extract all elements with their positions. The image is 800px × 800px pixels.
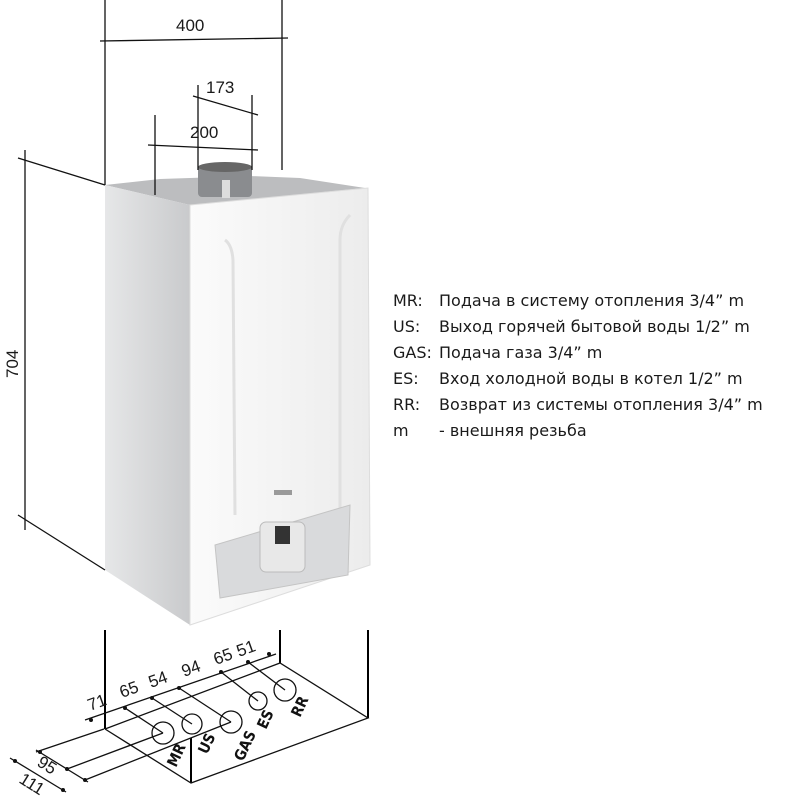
- legend-text: Подача газа 3/4” m: [439, 343, 603, 362]
- connection-us: [181, 713, 203, 735]
- legend-code: GAS:: [393, 343, 432, 362]
- dimension-flue-spacing: 200: [190, 123, 218, 142]
- spacing-3: 54: [146, 667, 170, 691]
- label-rr: RR: [287, 693, 312, 720]
- connection-rr: [273, 678, 297, 702]
- legend-code: ES:: [393, 369, 419, 388]
- label-us: US: [194, 730, 219, 756]
- connections-legend: MR: Подача в систему отопления 3/4” m US:…: [393, 288, 763, 444]
- brand-logo: [274, 490, 292, 495]
- legend-code: RR:: [393, 395, 421, 414]
- dimension-flue-offset: 173: [206, 78, 234, 97]
- legend-code: m: [393, 421, 409, 440]
- legend-row-gas: GAS: Подача газа 3/4” m: [393, 340, 763, 366]
- spacing-5: 65: [211, 644, 235, 668]
- dimension-height: 704: [3, 350, 22, 378]
- legend-text: Выход горячей бытовой воды 1/2” m: [439, 317, 750, 336]
- spacing-2: 65: [117, 677, 141, 701]
- bottom-connections: MR US GAS ES RR 71 65 54 94 65 51 95 111: [9, 630, 370, 799]
- legend-row-thread: m - внешняя резьба: [393, 418, 763, 444]
- connection-es: [248, 691, 268, 711]
- legend-text: - внешняя резьба: [439, 421, 587, 440]
- legend-row-us: US: Выход горячей бытовой воды 1/2” m: [393, 314, 763, 340]
- legend-row-mr: MR: Подача в систему отопления 3/4” m: [393, 288, 763, 314]
- spacing-4: 94: [179, 656, 203, 680]
- legend-row-rr: RR: Возврат из системы отопления 3/4” m: [393, 392, 763, 418]
- legend-text: Вход холодной воды в котел 1/2” m: [439, 369, 743, 388]
- legend-text: Возврат из системы отопления 3/4” m: [439, 395, 763, 414]
- legend-code: US:: [393, 317, 421, 336]
- boiler-illustration: [105, 162, 371, 626]
- legend-text: Подача в систему отопления 3/4” m: [439, 291, 745, 310]
- height-dimension: 704: [3, 150, 106, 571]
- label-gas: GAS: [230, 728, 260, 764]
- boiler-side: [105, 185, 190, 625]
- label-mr: MR: [163, 740, 190, 770]
- dimension-width: 400: [176, 16, 204, 35]
- display-screen: [275, 526, 290, 544]
- connection-mr: [151, 721, 175, 745]
- connection-gas: [219, 710, 243, 734]
- spacing-6: 51: [234, 636, 258, 660]
- top-dimensions: 400 173 200: [99, 0, 289, 195]
- legend-row-es: ES: Вход холодной воды в котел 1/2” m: [393, 366, 763, 392]
- label-es: ES: [253, 707, 277, 732]
- legend-code: MR:: [393, 291, 423, 310]
